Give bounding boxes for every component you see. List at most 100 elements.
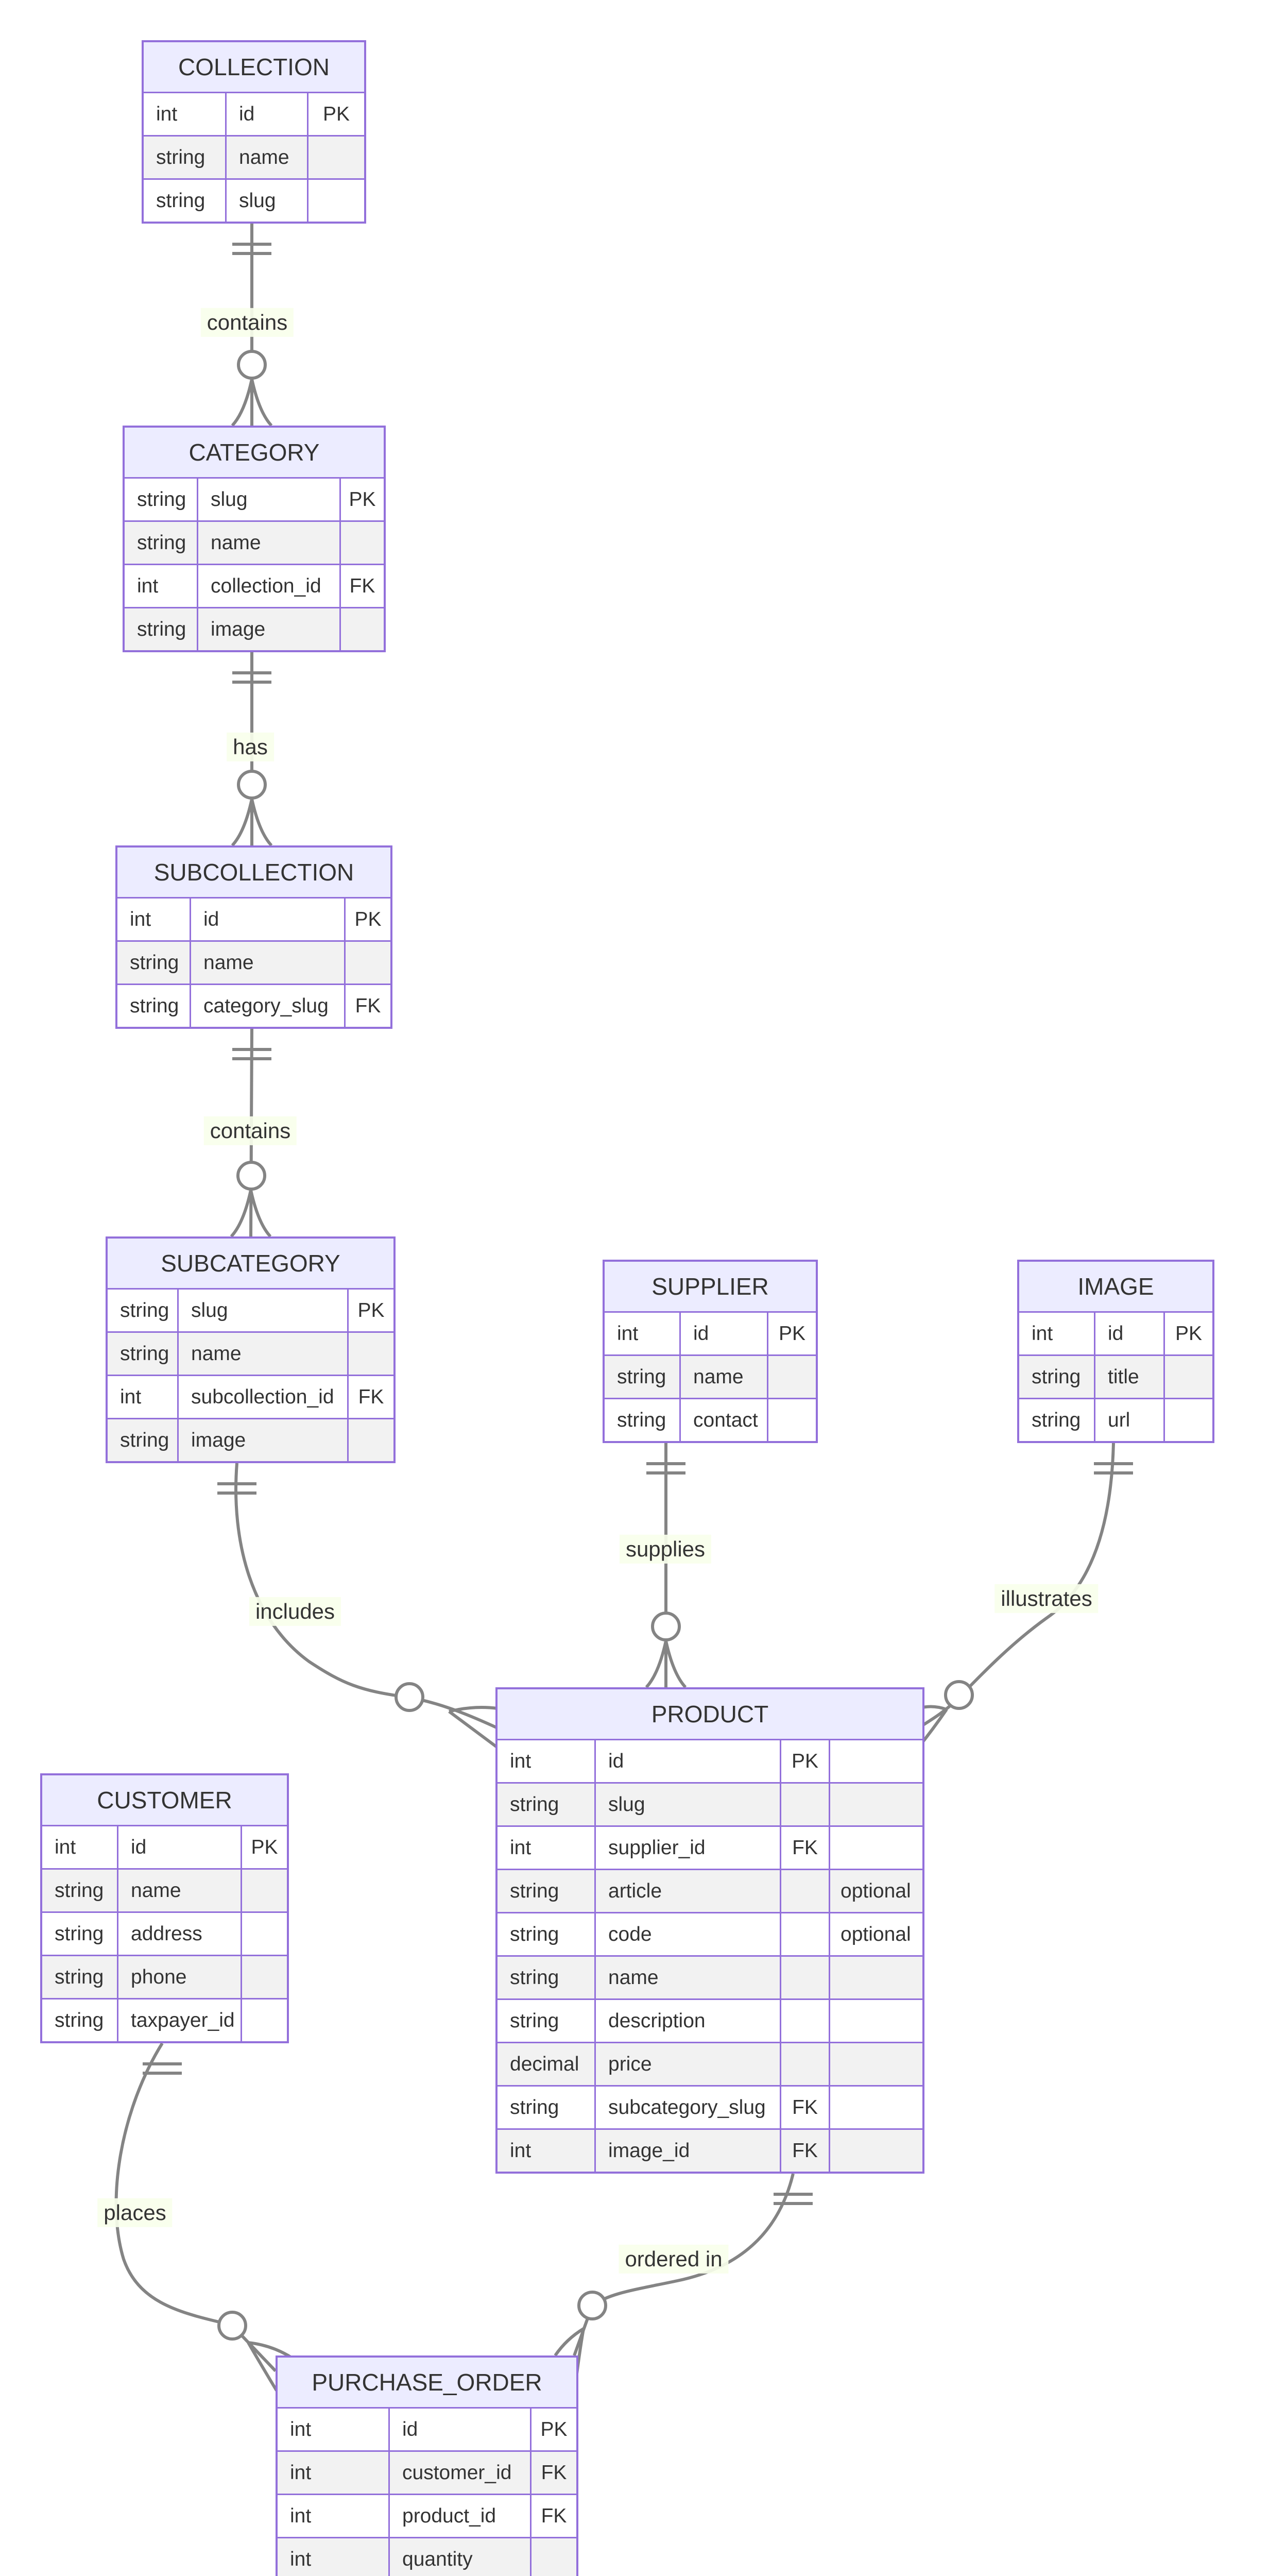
- attribute-key: [347, 1419, 393, 1461]
- attribute-type: string: [137, 618, 186, 640]
- entity-title: PURCHASE_ORDER: [278, 2358, 576, 2407]
- attribute-key: PK: [344, 899, 390, 940]
- attribute-key: PK: [307, 93, 364, 135]
- attribute-type: int: [137, 574, 159, 597]
- attribute-type: string: [120, 1342, 169, 1365]
- attribute-name: name: [197, 522, 339, 564]
- relationship-line: [917, 1443, 1115, 1730]
- attribute-type: string: [617, 1365, 666, 1388]
- attribute-name: phone: [117, 1956, 241, 1998]
- attribute-key: [241, 1913, 287, 1955]
- zero-or-many-circle: [236, 1161, 266, 1191]
- attribute-type: string: [510, 2009, 559, 2032]
- attribute-type: string: [55, 2009, 104, 2031]
- attribute-type: string: [1032, 1365, 1081, 1388]
- attribute-comment: [829, 1957, 922, 1998]
- attribute-type: int: [55, 1836, 76, 1858]
- relationship-label: contains: [200, 308, 294, 337]
- attribute-key: PK: [347, 1290, 393, 1331]
- attribute-name: image: [177, 1419, 347, 1461]
- attribute-name: subcollection_id: [177, 1376, 347, 1418]
- attribute-type: string: [1032, 1409, 1081, 1431]
- relationship-product-purchase_order: [554, 2173, 813, 2391]
- attribute-key: PK: [241, 1826, 287, 1868]
- attribute-type: string: [156, 146, 205, 168]
- crow-foot-line: [449, 1706, 498, 1713]
- relationship-subcategory-product: [217, 1463, 499, 1749]
- crow-foot-line: [231, 799, 253, 847]
- crow-foot-marker: [231, 379, 273, 427]
- attribute-type: int: [120, 1385, 142, 1408]
- attribute-type: int: [510, 1836, 531, 1859]
- attribute-key: PK: [767, 1313, 816, 1354]
- attribute-key: PK: [339, 479, 384, 520]
- zero-or-many-circle: [395, 1682, 424, 1712]
- zero-or-many-circle: [237, 770, 267, 800]
- one-cardinality-marker: [232, 243, 271, 255]
- attribute-key: [241, 1999, 287, 2041]
- attribute-name: name: [594, 1957, 780, 1998]
- attribute-name: id: [388, 2409, 530, 2450]
- attribute-name: price: [594, 2043, 780, 2085]
- attribute-name: contact: [679, 1399, 767, 1441]
- attribute-name: category_slug: [190, 985, 344, 1027]
- crow-foot-marker: [448, 1706, 499, 1749]
- crow-foot-line: [554, 2327, 585, 2357]
- crow-foot-marker: [230, 1190, 272, 1238]
- attribute-key: [780, 1870, 829, 1912]
- attribute-name: slug: [225, 180, 307, 222]
- attribute-comment: [829, 2087, 922, 2128]
- attribute-name: supplier_id: [594, 1827, 780, 1869]
- attribute-type: string: [510, 1879, 559, 1902]
- relationship-customer-purchase_order: [114, 2042, 293, 2392]
- one-cardinality-marker: [217, 1482, 256, 1495]
- attribute-key: FK: [780, 2087, 829, 2128]
- attribute-key: FK: [347, 1376, 393, 1418]
- attribute-name: taxpayer_id: [117, 1999, 241, 2041]
- attribute-key: [339, 608, 384, 650]
- attribute-key: [767, 1356, 816, 1398]
- relationship-label: includes: [249, 1597, 341, 1626]
- attribute-key: [1163, 1356, 1212, 1398]
- attribute-key: FK: [780, 2130, 829, 2172]
- attribute-key: [339, 522, 384, 564]
- attribute-type: int: [1032, 1322, 1053, 1345]
- zero-or-many-circle: [577, 2291, 607, 2320]
- attribute-type: int: [156, 103, 178, 125]
- attribute-comment: optional: [829, 1870, 922, 1912]
- attribute-type: string: [55, 1965, 104, 1988]
- attribute-type: string: [130, 951, 179, 974]
- relationship-label: places: [97, 2198, 173, 2228]
- attribute-key: [767, 1399, 816, 1441]
- relationship-label: contains: [203, 1116, 297, 1146]
- attribute-type: int: [290, 2461, 312, 2484]
- entity-title: IMAGE: [1019, 1262, 1212, 1311]
- relationship-line: [573, 2173, 795, 2357]
- attribute-comment: [829, 2000, 922, 2042]
- attribute-name: url: [1094, 1399, 1163, 1441]
- attribute-name: product_id: [388, 2495, 530, 2537]
- entity-title: PRODUCT: [498, 1689, 922, 1739]
- attribute-comment: [829, 1740, 922, 1782]
- attribute-name: title: [1094, 1356, 1163, 1398]
- attribute-type: int: [290, 2548, 312, 2570]
- attribute-type: int: [617, 1322, 639, 1345]
- attribute-name: name: [679, 1356, 767, 1398]
